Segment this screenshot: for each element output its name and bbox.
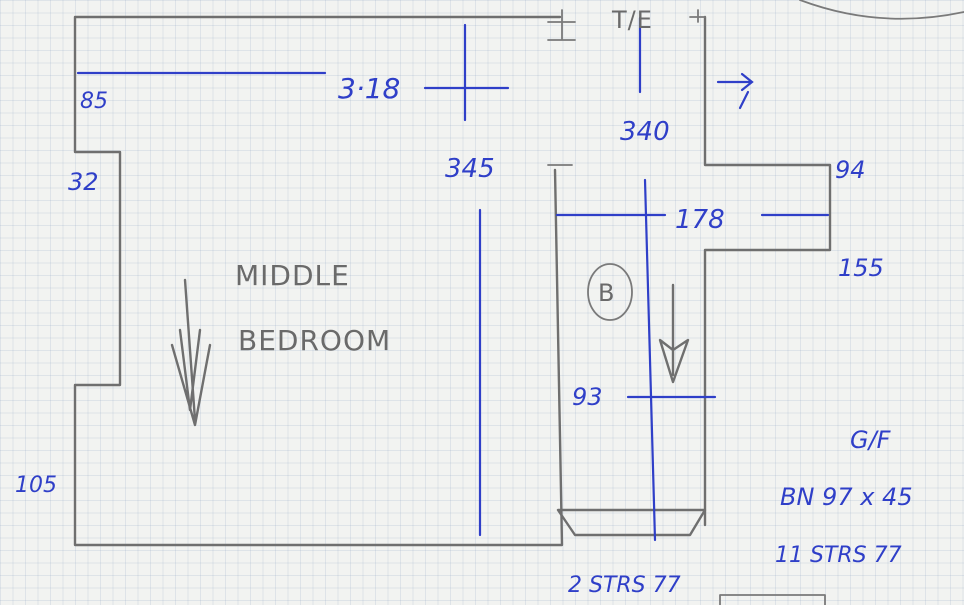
note-line3: 11 STRS 77 (775, 543, 902, 568)
dim-94: 94 (835, 156, 866, 184)
corner-arc (799, 0, 964, 20)
dim-318: 3·18 (338, 72, 400, 105)
b-label: B (598, 279, 615, 307)
dim-340: 340 (620, 117, 670, 147)
room-outline (73, 15, 564, 547)
dim-85: 85 (80, 89, 108, 114)
dim-93: 93 (572, 383, 603, 411)
bay-outline (703, 15, 832, 527)
tee-label: T/E (611, 6, 653, 34)
direction-arrow-right (716, 72, 754, 110)
b-circle (587, 263, 633, 321)
middle-bedroom-arrow-icon (170, 278, 212, 427)
dim-line-b-vertical (643, 178, 657, 542)
dim-105: 105 (15, 473, 57, 498)
jamb-mark-left (547, 9, 576, 41)
jamb-mark-right (689, 9, 706, 23)
room-name-line2: BEDROOM (238, 324, 391, 357)
dim-178: 178 (675, 205, 725, 235)
dim-2-strs: 2 STRS 77 (568, 573, 681, 598)
note-line2: BN 97 x 45 (780, 483, 913, 511)
b-arrow-icon (658, 283, 690, 384)
note-line1: G/F (850, 426, 892, 454)
room-name-line1: MIDDLE (235, 259, 350, 292)
stair-nosing (556, 508, 707, 537)
partial-box (719, 594, 826, 605)
dim-345: 345 (445, 154, 495, 184)
dim-32: 32 (68, 168, 99, 196)
dim-155: 155 (838, 254, 884, 282)
